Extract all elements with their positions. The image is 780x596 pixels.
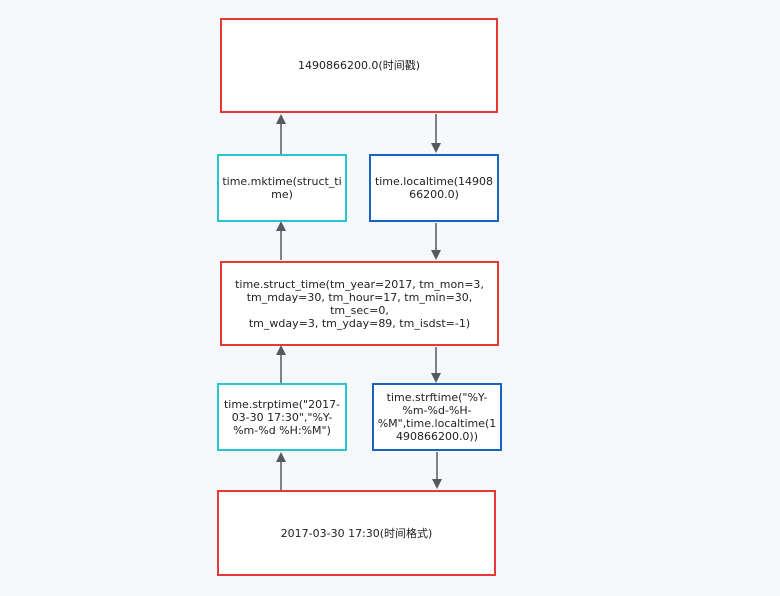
mktime-node: time.mktime(struct_ti me) <box>217 154 347 222</box>
struct-time-node: time.struct_time(tm_year=2017, tm_mon=3,… <box>220 261 499 346</box>
strptime-node: time.strptime("2017- 03-30 17:30","%Y- %… <box>217 383 347 451</box>
localtime-node: time.localtime(14908 66200.0) <box>369 154 499 222</box>
timestamp-node: 1490866200.0(时间戳) <box>220 18 498 113</box>
formatted-node: 2017-03-30 17:30(时间格式) <box>217 490 496 576</box>
strftime-node: time.strftime("%Y- %m-%d-%H- %M",time.lo… <box>372 383 502 451</box>
